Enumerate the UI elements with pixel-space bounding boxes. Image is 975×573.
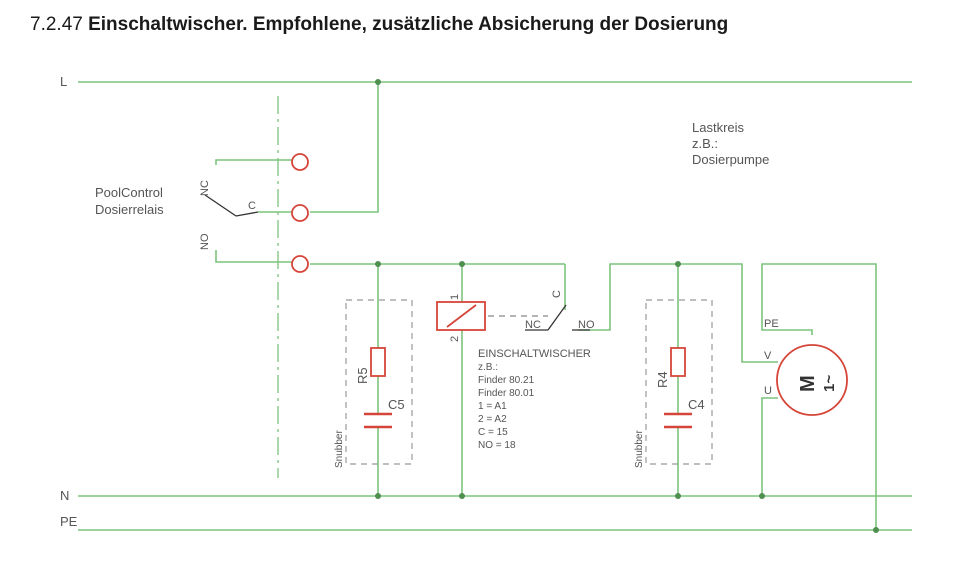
- poolcontrol-nc-label: NC: [199, 180, 211, 196]
- section-number: 7.2.47: [30, 14, 83, 35]
- junction: [675, 261, 681, 267]
- info-line: C = 15: [478, 427, 508, 438]
- relay-nc-label: NC: [525, 319, 541, 331]
- load-label-2: z.B.:: [692, 136, 718, 151]
- terminal-c: [291, 204, 309, 222]
- rail-label-pe: PE: [60, 514, 78, 529]
- poolcontrol-no-label: NO: [199, 233, 211, 250]
- relay-contact-lever: [547, 304, 567, 331]
- switch-contact: [235, 211, 259, 217]
- info-line: NO = 18: [478, 440, 516, 451]
- junction: [873, 527, 879, 533]
- relay-pin1-label: 1: [449, 294, 461, 300]
- relay-coil-slash: [446, 304, 477, 328]
- relay-coil: [436, 301, 486, 331]
- resistor-r4: [670, 347, 686, 377]
- capacitor-c4-label: C4: [688, 397, 705, 412]
- switch-lever: [204, 194, 237, 217]
- snubber-left-label: Snubber: [334, 430, 345, 468]
- junction: [375, 493, 381, 499]
- resistor-r5: [370, 347, 386, 377]
- poolcontrol-c-label: C: [248, 200, 256, 212]
- relay-c-label: C: [551, 290, 563, 298]
- junction: [459, 261, 465, 267]
- junction: [759, 493, 765, 499]
- section-title: Einschaltwischer. Empfohlene, zusätzlich…: [88, 14, 729, 35]
- motor-v-label: V: [764, 350, 772, 362]
- resistor-r4-label: R4: [655, 371, 670, 388]
- wire-motor-pe: [761, 263, 877, 530]
- load-label-1: Lastkreis: [692, 120, 745, 135]
- relay-pin2-label: 2: [449, 336, 461, 342]
- rail-label-n: N: [60, 488, 69, 503]
- wire-nc-terminal: [215, 159, 292, 165]
- info-line: 2 = A2: [478, 414, 507, 425]
- capacitor-c5-label: C5: [388, 397, 405, 412]
- rail-label-l: L: [60, 74, 67, 89]
- info-title: EINSCHALTWISCHER: [478, 348, 591, 360]
- info-line: Finder 80.01: [478, 388, 535, 399]
- snubber-box-right: [645, 299, 713, 465]
- motor-u-label: U: [764, 385, 772, 397]
- junction: [375, 79, 381, 85]
- relay-no-label: NO: [578, 319, 595, 331]
- motor-pe-label: PE: [764, 318, 779, 330]
- resistor-r5-label: R5: [355, 367, 370, 384]
- wire-motor-u: [761, 397, 778, 496]
- motor-symbol: [776, 344, 848, 416]
- terminal-no: [291, 255, 309, 273]
- wire-l-to-c: [310, 82, 379, 213]
- page-title: 7.2.47 Einschaltwischer. Empfohlene, zus…: [30, 14, 728, 36]
- motor-m-label: M: [797, 375, 819, 392]
- wire-no-terminal: [215, 250, 292, 263]
- info-line: Finder 80.21: [478, 375, 535, 386]
- info-line: z.B.:: [478, 362, 498, 373]
- junction: [459, 493, 465, 499]
- poolcontrol-label-1: PoolControl: [95, 185, 163, 200]
- terminal-nc: [291, 153, 309, 171]
- snubber-box-left: [345, 299, 413, 465]
- junction: [675, 493, 681, 499]
- snubber-right-label: Snubber: [634, 430, 645, 468]
- junction: [375, 261, 381, 267]
- poolcontrol-label-2: Dosierrelais: [95, 202, 164, 217]
- info-line: 1 = A1: [478, 401, 507, 412]
- motor-phase-label: 1~: [821, 375, 838, 392]
- load-label-3: Dosierpumpe: [692, 152, 769, 167]
